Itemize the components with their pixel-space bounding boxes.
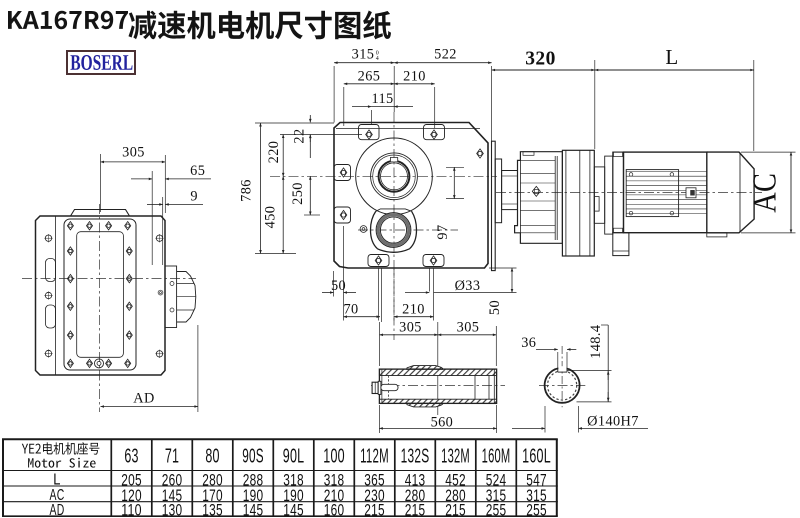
svg-text:AC: AC — [747, 173, 784, 213]
svg-text:205: 205 — [121, 472, 142, 490]
svg-text:160L: 160L — [522, 446, 551, 468]
svg-text:132S: 132S — [401, 446, 430, 468]
svg-text:4: 4 — [376, 56, 379, 62]
svg-text:288: 288 — [243, 472, 264, 490]
svg-text:190: 190 — [243, 487, 264, 505]
svg-text:9: 9 — [190, 189, 198, 205]
svg-text:130: 130 — [162, 502, 183, 518]
svg-text:365: 365 — [364, 472, 385, 490]
svg-text:AD: AD — [50, 502, 65, 518]
svg-text:AD: AD — [133, 391, 154, 407]
svg-text:0: 0 — [376, 50, 379, 56]
svg-text:280: 280 — [202, 472, 223, 490]
svg-text:318: 318 — [324, 472, 345, 490]
svg-text:80: 80 — [205, 446, 219, 468]
svg-text:452: 452 — [445, 472, 466, 490]
svg-text:65: 65 — [190, 163, 205, 179]
svg-text:315: 315 — [526, 487, 547, 505]
svg-text:305: 305 — [399, 320, 422, 336]
svg-text:100: 100 — [323, 446, 345, 468]
svg-text:70: 70 — [343, 302, 358, 318]
svg-text:50: 50 — [487, 300, 503, 315]
svg-text:305: 305 — [457, 320, 480, 336]
svg-text:265: 265 — [358, 68, 381, 84]
svg-text:112M: 112M — [360, 446, 389, 468]
svg-text:170: 170 — [202, 487, 223, 505]
svg-text:L: L — [53, 472, 61, 489]
svg-text:250: 250 — [290, 182, 306, 205]
svg-text:Ø140H7: Ø140H7 — [587, 414, 639, 430]
svg-text:90S: 90S — [242, 446, 264, 468]
svg-text:315: 315 — [352, 47, 375, 63]
svg-text:260: 260 — [162, 472, 183, 490]
svg-text:110: 110 — [121, 502, 142, 518]
svg-text:145: 145 — [243, 502, 264, 518]
svg-text:255: 255 — [526, 502, 547, 518]
svg-text:318: 318 — [283, 472, 304, 490]
svg-text:132M: 132M — [441, 446, 470, 468]
svg-text:71: 71 — [165, 446, 179, 468]
svg-text:145: 145 — [283, 502, 304, 518]
svg-text:50: 50 — [331, 278, 346, 294]
svg-text:280: 280 — [405, 487, 426, 505]
svg-text:215: 215 — [445, 502, 466, 518]
svg-text:AC: AC — [50, 487, 65, 504]
svg-text:522: 522 — [434, 47, 457, 63]
svg-text:160: 160 — [324, 502, 345, 518]
svg-text:560: 560 — [431, 415, 454, 431]
svg-text:230: 230 — [364, 487, 385, 505]
svg-text:36: 36 — [521, 335, 536, 351]
svg-text:305: 305 — [122, 145, 145, 161]
svg-text:215: 215 — [364, 502, 385, 518]
svg-text:450: 450 — [263, 206, 279, 229]
svg-text:220: 220 — [266, 141, 282, 164]
svg-text:120: 120 — [121, 487, 142, 505]
svg-text:63: 63 — [124, 446, 138, 468]
svg-text:97: 97 — [435, 224, 451, 239]
svg-text:215: 215 — [405, 502, 426, 518]
svg-text:320: 320 — [525, 49, 555, 70]
svg-text:145: 145 — [162, 487, 183, 505]
svg-text:280: 280 — [445, 487, 466, 505]
svg-text:786: 786 — [239, 179, 255, 202]
svg-text:315: 315 — [486, 487, 507, 505]
svg-text:255: 255 — [486, 502, 507, 518]
svg-text:160M: 160M — [482, 446, 511, 468]
svg-text:115: 115 — [371, 91, 393, 107]
svg-text:Ø33: Ø33 — [455, 278, 481, 294]
svg-text:148.4: 148.4 — [588, 325, 604, 359]
svg-text:90L: 90L — [283, 446, 305, 468]
svg-text:L: L — [665, 45, 678, 69]
svg-text:210: 210 — [324, 487, 345, 505]
svg-text:413: 413 — [405, 472, 426, 490]
svg-text:524: 524 — [486, 472, 507, 490]
svg-text:547: 547 — [526, 472, 547, 490]
svg-text:210: 210 — [402, 302, 425, 318]
svg-text:22: 22 — [292, 128, 308, 143]
svg-text:210: 210 — [403, 68, 426, 84]
svg-text:190: 190 — [283, 487, 304, 505]
svg-text:135: 135 — [202, 502, 223, 518]
